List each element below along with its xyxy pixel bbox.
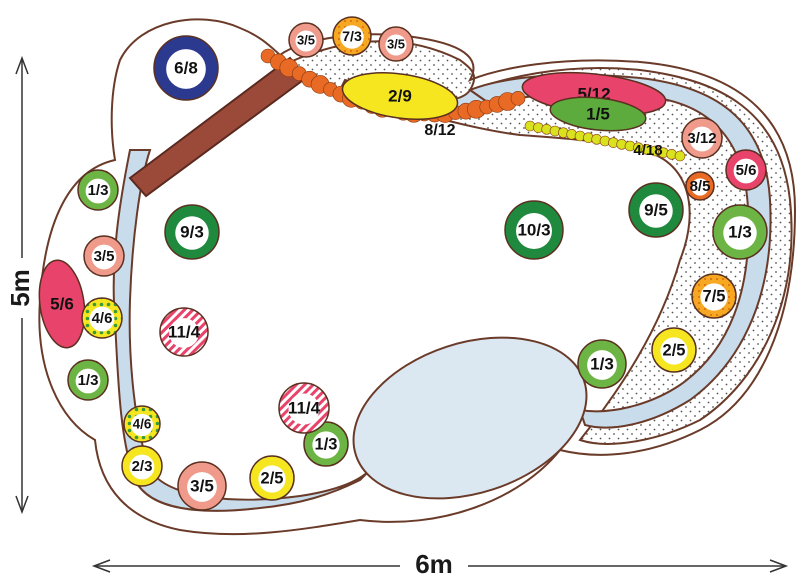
plant-marker-center — [733, 158, 759, 184]
plant-p23: 4/6 — [81, 297, 123, 339]
plant-label: 2/5 — [261, 469, 284, 487]
plant-p05: 2/9 — [341, 72, 459, 120]
plant-p15: 1/3 — [712, 204, 768, 260]
plant-label: 4/6 — [133, 417, 152, 432]
plant-label: 7/3 — [342, 29, 362, 45]
width-dimension-label: 6m — [415, 549, 453, 579]
plant-marker-center — [166, 49, 206, 89]
plant-label: 1/3 — [590, 354, 614, 373]
plant-p25: 1/3 — [67, 359, 109, 401]
height-dimension-label: 5m — [5, 269, 35, 307]
plant-marker-center — [723, 216, 757, 250]
plant-label: 11/4 — [288, 398, 321, 417]
plant-marker-center — [89, 306, 115, 332]
plant-marker-center — [129, 454, 155, 480]
plant-marker-center — [175, 216, 209, 250]
plant-label: 4/18 — [633, 142, 662, 159]
plant-marker-center — [689, 126, 715, 152]
plant-p20: 9/3 — [164, 204, 220, 260]
plant-p03: 7/3 — [332, 16, 372, 56]
plant-p18: 1/3 — [577, 339, 627, 389]
plant-p28: 3/5 — [177, 461, 227, 511]
plant-marker-center — [340, 25, 364, 49]
plant-p27: 2/3 — [121, 445, 163, 487]
plant-marker-center — [516, 213, 552, 249]
plant-label: 1/3 — [78, 372, 99, 389]
plant-marker-center — [700, 283, 728, 311]
plant-marker-center — [660, 337, 688, 365]
plant-label: 2/5 — [663, 341, 686, 359]
plant-p31: 11/4 — [278, 382, 330, 434]
plant-label: 10/3 — [517, 220, 550, 239]
plant-p11: 5/6 — [725, 149, 767, 191]
plant-label: 3/5 — [190, 476, 214, 495]
plant-marker-center — [288, 393, 320, 425]
plant-label: 1/3 — [315, 435, 338, 453]
plant-marker — [341, 72, 459, 120]
plant-label: 5/6 — [50, 294, 74, 313]
plant-marker-center — [385, 34, 407, 56]
plant-label: 3/5 — [297, 32, 315, 47]
plant-marker-center — [258, 465, 286, 493]
plant-marker-center — [587, 350, 617, 380]
plant-label: 6/8 — [174, 58, 198, 77]
plant-marker-center — [691, 178, 709, 196]
plant-marker-center — [312, 431, 340, 459]
plant-marker-center — [187, 472, 217, 502]
plant-marker-center — [91, 244, 117, 270]
plant-p04: 3/5 — [378, 26, 414, 62]
plant-p02: 3/5 — [288, 22, 324, 58]
plant-marker-center — [169, 318, 199, 348]
plant-label: 1/3 — [728, 222, 752, 241]
plant-marker-center — [639, 194, 673, 228]
small-hedge-bead — [674, 150, 686, 162]
plant-label: 1/3 — [88, 182, 109, 199]
plant-label: 8/12 — [424, 122, 455, 139]
plant-p24: 11/4 — [159, 307, 209, 357]
plant-p10: 3/12 — [681, 117, 723, 159]
oval-lawn — [352, 336, 588, 500]
plant-label: 5/6 — [736, 162, 757, 179]
plant-label: 7/5 — [703, 287, 726, 305]
plant-label: 2/9 — [388, 86, 412, 105]
hedge-bead — [510, 91, 526, 106]
plant-label: 3/5 — [387, 36, 405, 51]
plant-label: 9/5 — [644, 200, 668, 219]
dimension-arrows — [6, 55, 789, 573]
plant-p12: 8/5 — [685, 171, 715, 201]
plant-p21: 3/5 — [83, 235, 125, 277]
plant-p08: 1/5 — [549, 96, 647, 132]
plant-label: 9/3 — [180, 222, 204, 241]
plant-label: 8/5 — [690, 178, 711, 195]
plant-label: 11/4 — [168, 322, 201, 341]
plant-label: 1/5 — [586, 104, 610, 123]
plant-p06: 8/12 — [424, 122, 455, 139]
plant-marker-center — [75, 368, 101, 394]
plant-p22: 5/6 — [38, 259, 86, 349]
plant-label: 3/5 — [94, 248, 115, 265]
garden-outline — [38, 18, 797, 536]
garden-path-right — [467, 73, 772, 429]
plant-marker-center — [130, 413, 154, 437]
plant-marker — [549, 96, 647, 132]
plant-p30: 1/3 — [303, 421, 349, 467]
plant-p09: 4/18 — [633, 142, 662, 159]
plant-label: 3/12 — [687, 130, 716, 147]
plant-label: 4/6 — [92, 310, 113, 327]
plant-p29: 2/5 — [249, 455, 295, 501]
plant-p26: 4/6 — [123, 405, 161, 443]
plant-p01: 6/8 — [153, 35, 219, 101]
plant-p17: 2/5 — [651, 327, 697, 373]
plant-p13: 9/5 — [628, 182, 684, 238]
plant-marker-center — [85, 178, 111, 204]
plant-p19: 1/3 — [77, 169, 119, 211]
plant-marker — [38, 259, 86, 349]
plant-marker-center — [295, 30, 317, 52]
plant-label: 2/3 — [132, 458, 153, 475]
plant-p16: 7/5 — [691, 273, 737, 319]
plant-p14: 10/3 — [504, 200, 564, 260]
